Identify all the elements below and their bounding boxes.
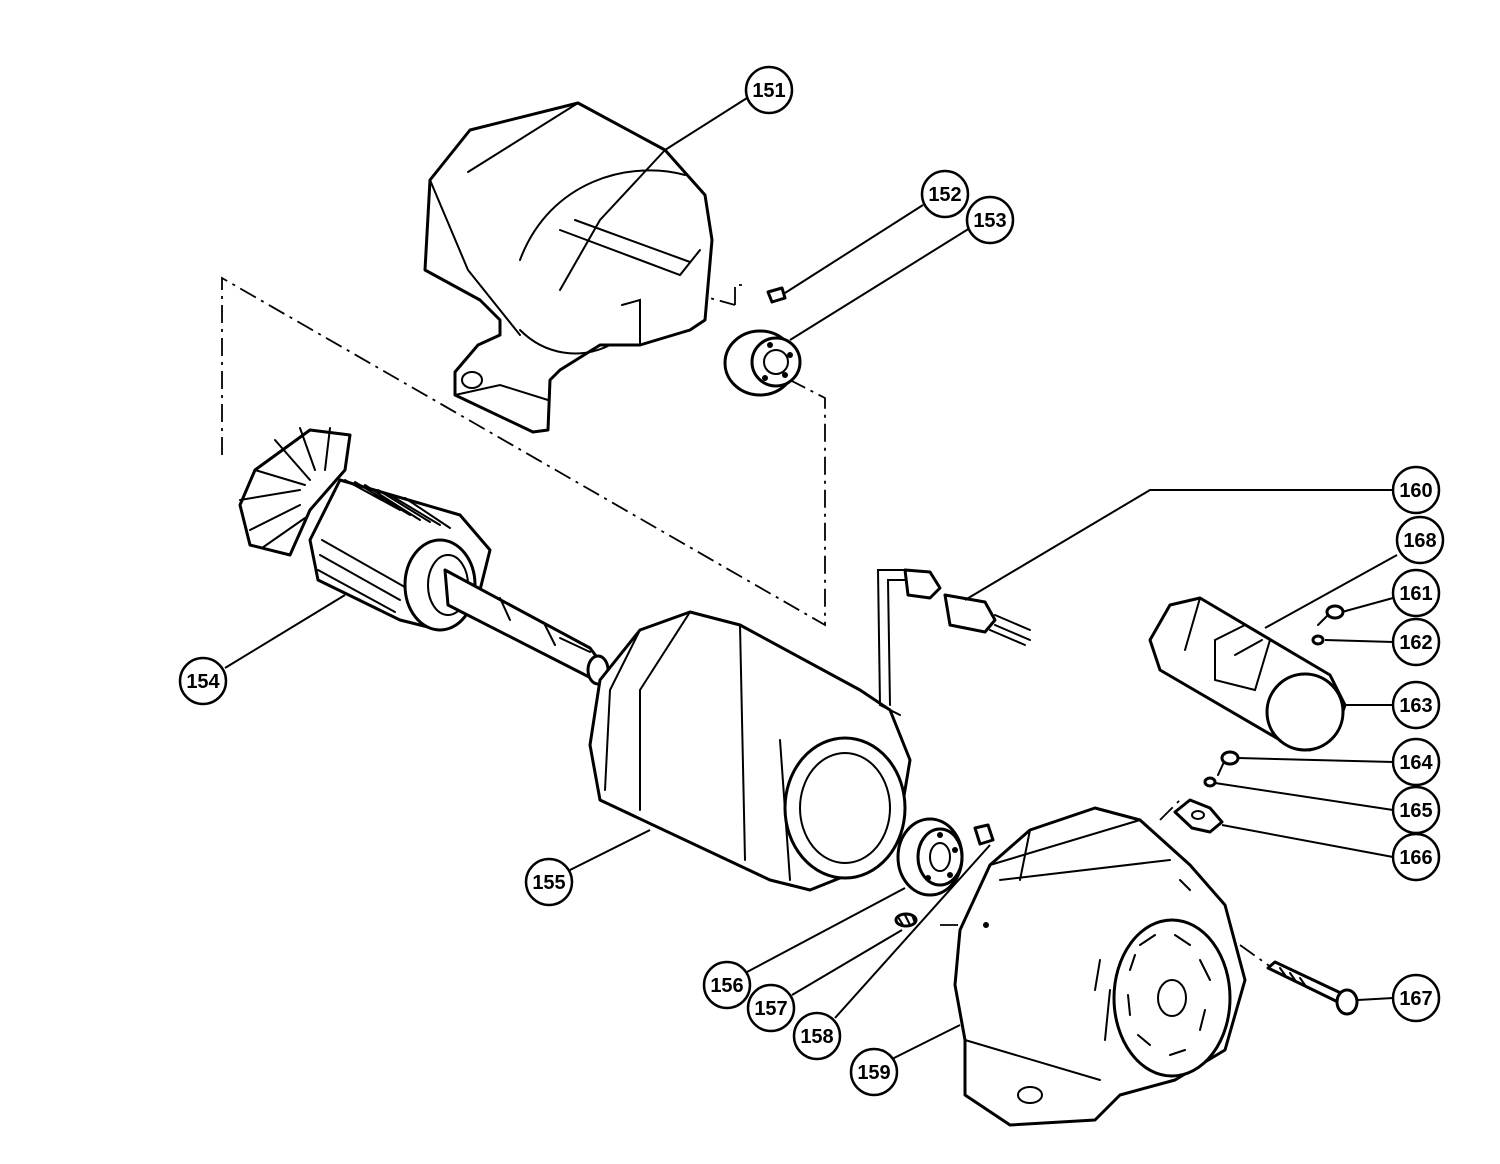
callout-161: 161 bbox=[1391, 568, 1441, 618]
callout-166: 166 bbox=[1391, 832, 1441, 882]
end-bell-front bbox=[423, 101, 714, 434]
bearing-153 bbox=[723, 329, 802, 397]
callout-167: 167 bbox=[1391, 973, 1441, 1023]
pin-158 bbox=[973, 823, 995, 846]
washer-162 bbox=[1311, 634, 1325, 646]
callout-label: 167 bbox=[1399, 988, 1432, 1010]
callout-label: 165 bbox=[1399, 800, 1432, 822]
callout-155: 155 bbox=[524, 857, 574, 907]
callout-label: 159 bbox=[857, 1062, 890, 1084]
set-screw-157 bbox=[894, 912, 918, 928]
callout-154: 154 bbox=[178, 656, 228, 706]
end-bell-rear bbox=[953, 806, 1247, 1127]
callout-label: 154 bbox=[186, 671, 220, 693]
callout-label: 163 bbox=[1399, 695, 1432, 717]
bearing-156 bbox=[896, 817, 964, 897]
callout-158: 158 bbox=[792, 1011, 842, 1061]
callout-label: 166 bbox=[1399, 847, 1432, 869]
callout-label: 157 bbox=[754, 998, 787, 1020]
callout-162: 162 bbox=[1391, 617, 1441, 667]
callout-label: 161 bbox=[1399, 583, 1432, 605]
rotor-154 bbox=[238, 427, 610, 686]
capacitor-163 bbox=[1148, 596, 1347, 752]
washer-165 bbox=[1203, 776, 1217, 788]
pin-152 bbox=[766, 286, 787, 304]
callout-label: 160 bbox=[1399, 480, 1432, 502]
callout-label: 158 bbox=[800, 1026, 833, 1048]
callout-label: 152 bbox=[928, 184, 961, 206]
callout-label: 151 bbox=[752, 80, 785, 102]
callout-159: 159 bbox=[849, 1047, 899, 1097]
callout-168: 168 bbox=[1395, 515, 1445, 565]
screw-164 bbox=[1217, 750, 1240, 776]
screw-161 bbox=[1317, 604, 1345, 626]
callout-163: 163 bbox=[1391, 680, 1441, 730]
callout-164: 164 bbox=[1391, 737, 1441, 787]
stator-155 bbox=[588, 610, 912, 892]
callout-153: 153 bbox=[965, 195, 1015, 245]
callout-152: 152 bbox=[920, 169, 970, 219]
callout-label: 168 bbox=[1403, 530, 1436, 552]
clamp-166 bbox=[1173, 798, 1224, 834]
bolt-167 bbox=[1266, 960, 1359, 1016]
callout-label: 155 bbox=[532, 872, 565, 894]
callout-165: 165 bbox=[1391, 785, 1441, 835]
callout-label: 164 bbox=[1399, 752, 1433, 774]
leader-lines bbox=[224, 97, 1398, 1061]
lead-wires-160 bbox=[876, 568, 1031, 716]
callout-label: 153 bbox=[973, 210, 1006, 232]
callout-157: 157 bbox=[746, 983, 796, 1033]
callout-156: 156 bbox=[702, 960, 752, 1010]
callout-151: 151 bbox=[744, 65, 794, 115]
callout-160: 160 bbox=[1391, 465, 1441, 515]
callout-label: 156 bbox=[710, 975, 743, 997]
callout-label: 162 bbox=[1399, 632, 1432, 654]
